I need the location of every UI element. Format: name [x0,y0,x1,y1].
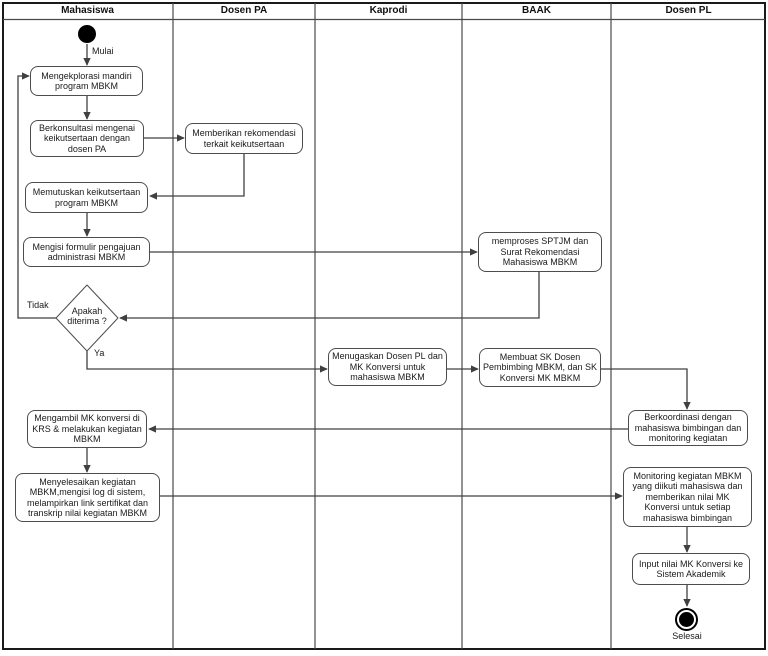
node-sptjm: memproses SPTJM dan Surat Rekomendasi Ma… [478,232,602,272]
node-mengambil: Mengambil MK konversi di KRS & melakukan… [27,410,147,448]
edge-sptjm-to-decision [119,272,540,322]
decision-no-label: Tidak [27,300,49,310]
node-monitoring: Monitoring kegiatan MBKM yang diikuti ma… [623,467,752,527]
lane-header-kaprodi: Kaprodi [369,5,408,16]
node-koordinasi: Berkoordinasi dengan mahasiswa bimbingan… [628,410,748,446]
edge-rekomendasi-to-memutuskan [149,154,245,200]
node-menugaskan: Menugaskan Dosen PL dan MK Konversi untu… [328,348,447,386]
node-membuat-sk: Membuat SK Dosen Pembimbing MBKM, dan SK… [479,348,601,387]
node-memutuskan: Memutuskan keikutsertaan program MBKM [25,182,148,213]
edge-membuat-sk-to-koordinasi [601,368,691,410]
lane-header-dosen-pl: Dosen PL [665,5,712,16]
end-label: Selesai [672,631,702,641]
diagram-connectors [17,44,691,607]
decision-label: Apakah diterima ? [67,306,107,327]
decision-diamond [55,284,119,352]
end-node-core [679,612,694,627]
lane-header-baak: BAAK [522,5,551,16]
node-explore: Mengekplorasi mandiri program MBKM [30,66,143,96]
start-label: Mulai [92,46,114,56]
node-input-nilai: Input nilai MK Konversi ke Sistem Akadem… [632,553,750,585]
node-konsultasi: Berkonsultasi mengenai keikutsertaan den… [30,120,144,157]
lane-header-mahasiswa: Mahasiswa [61,5,114,16]
end-node [675,608,698,631]
node-menyelesaikan: Menyelesaikan kegiatan MBKM,mengisi log … [15,473,160,522]
edge-decision-yes-to-menugaskan [86,351,328,373]
decision-yes-label: Ya [94,348,105,358]
node-formulir: Mengisi formulir pengajuan administrasi … [23,237,150,267]
lane-header-dosen-pa: Dosen PA [220,5,268,16]
node-rekomendasi: Memberikan rekomendasi terkait keikutser… [185,123,303,154]
start-node [78,25,96,43]
edge-decision-no-to-explore [17,72,56,319]
